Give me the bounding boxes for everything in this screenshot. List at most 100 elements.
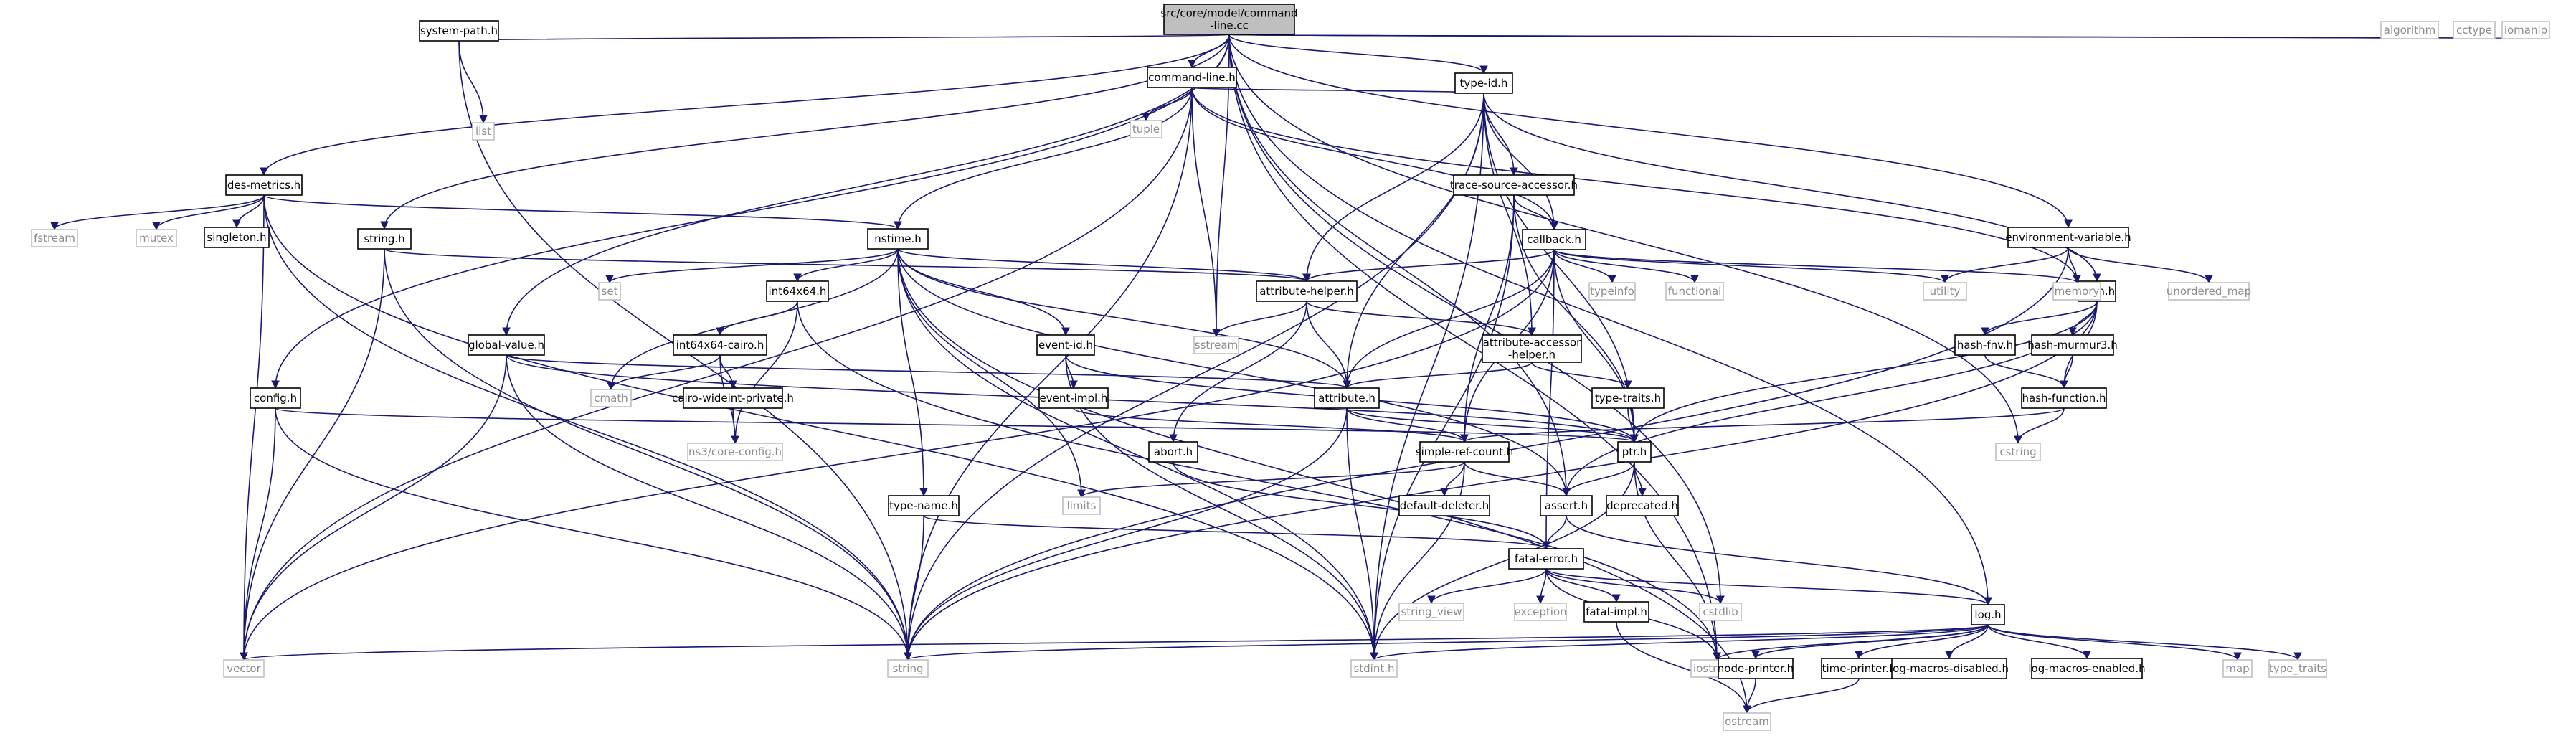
node-attr-accessor[interactable]: attribute-accessor-helper.h xyxy=(1482,334,1582,363)
node-log-macros-disabled[interactable]: log-macros-disabled.h xyxy=(1890,658,2009,679)
node-unordered-map: unordered_map xyxy=(2167,282,2251,301)
edge-hash-murmur3-to-hash-function xyxy=(2060,354,2073,389)
node-label: log-macros-enabled.h xyxy=(2028,662,2145,675)
node-cctype: cctype xyxy=(2453,21,2496,39)
node-label: assert.h xyxy=(1545,499,1588,512)
edge-command-line-to-callback xyxy=(1191,87,1558,231)
node-string-h[interactable]: string.h xyxy=(357,228,412,250)
edge-root-to-iostream xyxy=(1228,34,1721,661)
node-box xyxy=(1583,601,1649,623)
node-system-path[interactable]: system-path.h xyxy=(419,20,499,42)
node-type-traits-h[interactable]: type-traits.h xyxy=(1591,387,1665,409)
node-box xyxy=(1398,495,1490,516)
node-cstdlib: cstdlib xyxy=(1699,603,1742,621)
node-node-printer[interactable]: node-printer.h xyxy=(1718,658,1794,679)
edge-log-to-map xyxy=(1987,624,2242,661)
node-attribute[interactable]: attribute.h xyxy=(1314,387,1380,409)
edge-attr-accessor-to-attribute xyxy=(1343,362,1533,389)
edge-type-name-to-fatal-error xyxy=(923,515,1550,550)
edge-type-id-to-string xyxy=(904,93,1484,661)
node-cairo-wide[interactable]: cairo-wideint-private.h xyxy=(672,387,794,409)
node-label: ostream xyxy=(1725,715,1769,728)
node-limits: limits xyxy=(1062,496,1101,515)
node-set: set xyxy=(598,282,621,301)
node-time-printer[interactable]: time-printer.h xyxy=(1821,658,1897,679)
node-label: set xyxy=(602,285,618,298)
edge-callback-to-typeinfo xyxy=(1553,249,1616,284)
node-string: string xyxy=(887,659,929,678)
node-fatal-impl[interactable]: fatal-impl.h xyxy=(1583,601,1649,623)
node-label: hash-fnv.h xyxy=(1957,339,2013,351)
node-hash-function[interactable]: hash-function.h xyxy=(2021,387,2107,409)
node-attr-helper[interactable]: attribute-helper.h xyxy=(1256,280,1358,302)
node-box xyxy=(1454,72,1513,94)
edge-time-printer-to-ostream xyxy=(1743,678,1860,714)
edge-fatal-error-to-cstdlib xyxy=(1545,568,1725,605)
node-command-line[interactable]: command-line.h xyxy=(1147,67,1237,88)
node-box xyxy=(419,20,499,42)
node-config[interactable]: config.h xyxy=(250,387,301,409)
node-label: mutex xyxy=(139,232,174,245)
edge-nstime-to-event-id xyxy=(897,248,1070,336)
node-nstime[interactable]: nstime.h xyxy=(867,228,929,250)
node-box xyxy=(468,334,545,356)
node-box xyxy=(357,228,412,250)
node-label: type_traits xyxy=(2269,662,2326,676)
node-default-deleter[interactable]: default-deleter.h xyxy=(1398,495,1490,516)
node-box xyxy=(683,387,783,409)
node-event-id[interactable]: event-id.h xyxy=(1036,334,1095,356)
node-label: attribute-accessor-helper.h xyxy=(1483,336,1582,362)
node-core-config: ns3/core-config.h xyxy=(687,443,783,461)
node-env-var[interactable]: environment-variable.h xyxy=(2005,227,2131,248)
edge-des-metrics-to-mutex xyxy=(152,194,265,231)
node-label: attribute.h xyxy=(1318,392,1375,405)
node-type-name[interactable]: type-name.h xyxy=(888,495,960,516)
node-callback[interactable]: callback.h xyxy=(1522,229,1586,250)
node-box xyxy=(2380,21,2439,39)
node-label: stdint.h xyxy=(1353,662,1394,675)
node-fatal-error[interactable]: fatal-error.h xyxy=(1508,548,1584,570)
node-trace-source[interactable]: trace-source-accessor.h xyxy=(1450,174,1578,196)
node-simple-ref[interactable]: simple-ref-count.h xyxy=(1416,441,1513,463)
node-ptr[interactable]: ptr.h xyxy=(1617,441,1652,463)
node-box xyxy=(1453,174,1575,196)
node-global-value[interactable]: global-value.h xyxy=(468,334,545,356)
node-ostream: ostream xyxy=(1723,712,1771,731)
node-assert[interactable]: assert.h xyxy=(1540,495,1593,516)
node-log-macros-enabled[interactable]: log-macros-enabled.h xyxy=(2028,658,2146,679)
edge-command-line-to-nstime xyxy=(894,87,1193,230)
node-label: string.h xyxy=(364,232,404,245)
node-label: default-deleter.h xyxy=(1400,499,1490,512)
node-box xyxy=(673,334,767,356)
node-int64x64[interactable]: int64x64.h xyxy=(766,280,829,302)
node-hash-murmur3[interactable]: hash-murmur3.h xyxy=(2027,334,2118,356)
node-hash-fnv[interactable]: hash-fnv.h xyxy=(1954,334,2016,356)
edge-attr-helper-to-attribute xyxy=(1306,301,1351,389)
node-box xyxy=(1148,441,1198,463)
edge-trace-source-to-simple-ref xyxy=(1460,194,1515,443)
node-cstring: cstring xyxy=(1995,443,2041,461)
node-type-id[interactable]: type-id.h xyxy=(1454,72,1513,94)
node-deprecated[interactable]: deprecated.h xyxy=(1606,495,1679,516)
node-root: src/core/model/command-line.cc xyxy=(1160,4,1298,35)
edge-des-metrics-to-nstime xyxy=(263,194,902,230)
edge-fatal-error-to-fatal-impl xyxy=(1545,568,1621,603)
node-vector: vector xyxy=(223,659,265,678)
node-label: nstime.h xyxy=(874,232,922,245)
node-box xyxy=(1256,280,1358,302)
edge-attribute-to-stdint xyxy=(1346,407,1378,661)
node-label: fstream xyxy=(34,232,75,245)
node-event-impl[interactable]: event-impl.h xyxy=(1038,387,1109,409)
node-label: string_view xyxy=(1401,605,1462,619)
node-label: typeinfo xyxy=(1590,285,1634,298)
node-log[interactable]: log.h xyxy=(1971,604,2005,625)
edge-system-path-to-list xyxy=(458,40,488,124)
edge-root-to-des-metrics xyxy=(260,34,1230,176)
node-int64x64-cairo[interactable]: int64x64-cairo.h xyxy=(673,334,767,356)
node-singleton[interactable]: singleton.h xyxy=(204,227,270,248)
node-box xyxy=(1482,334,1582,363)
node-des-metrics[interactable]: des-metrics.h xyxy=(225,174,303,196)
node-box xyxy=(2168,282,2250,301)
edge-string-h-to-string xyxy=(384,248,912,661)
node-abort[interactable]: abort.h xyxy=(1148,441,1198,463)
